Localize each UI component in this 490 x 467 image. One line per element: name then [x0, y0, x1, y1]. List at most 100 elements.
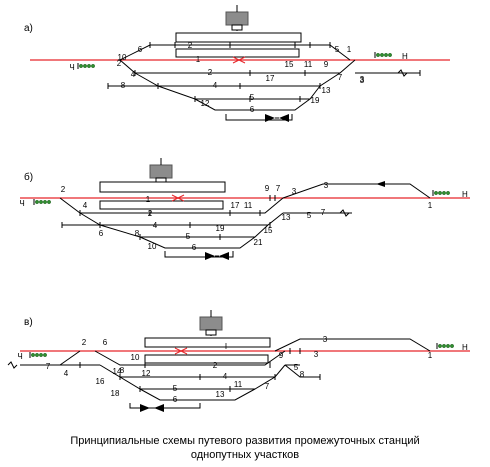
- track-number: 1: [146, 195, 151, 204]
- track-number: I: [236, 5, 238, 14]
- signal-light-icon: [384, 53, 388, 57]
- switch-number: 10: [118, 53, 127, 62]
- signal-light-icon: [388, 53, 392, 57]
- platform-a-lower: [175, 48, 300, 58]
- switch-number: 11: [244, 201, 253, 210]
- track-line: [59, 197, 284, 214]
- switch-number: 12: [142, 369, 151, 378]
- building-platform-stub: [205, 329, 217, 336]
- station-building: [199, 316, 223, 331]
- switch-number: 10: [148, 242, 157, 251]
- track-line: [284, 364, 320, 378]
- switch-number: 8: [300, 370, 305, 379]
- signal-light-icon: [43, 200, 47, 204]
- track-number: 1: [196, 55, 201, 64]
- track-number: 6: [250, 105, 255, 114]
- switch-number: 7: [338, 73, 343, 82]
- signal-cross-icon: [232, 56, 246, 64]
- switch-number: 1: [428, 201, 433, 210]
- switch-number: 2: [61, 185, 66, 194]
- track-line: [79, 212, 284, 226]
- switch-number: 4: [64, 369, 69, 378]
- switch-number: 5: [335, 45, 340, 54]
- switch-number: 15: [264, 226, 273, 235]
- direction-right-a: Н: [402, 52, 408, 61]
- track-number: 4: [153, 221, 158, 230]
- signal-light-icon: [39, 200, 43, 204]
- signal-light-icon: [35, 353, 39, 357]
- switch-number: 3: [360, 75, 365, 84]
- switch-number: 18: [111, 389, 120, 398]
- track-number: 6: [173, 395, 178, 404]
- track-number: 6: [192, 243, 197, 252]
- switch-number: 7: [265, 382, 270, 391]
- switch-number: 7: [321, 208, 326, 217]
- buffer-stop-icon: [154, 404, 164, 412]
- switch-number: 9: [324, 60, 329, 69]
- signal-light-icon: [83, 64, 87, 68]
- direction-right-b: Н: [462, 190, 468, 199]
- switch-number: 17: [231, 201, 240, 210]
- signal-light-icon: [87, 64, 91, 68]
- caption-line-2: однопутных участков: [190, 449, 300, 461]
- platform-a-upper: [175, 32, 302, 43]
- direction-left-a: Ч: [69, 63, 74, 72]
- buffer-stop-icon: [279, 114, 289, 122]
- signal-cross-icon: [174, 347, 188, 355]
- buffer-stop-icon: [219, 252, 229, 260]
- switch-number: 3: [292, 187, 297, 196]
- track-number: 2: [213, 361, 218, 370]
- switch-number: 2: [117, 59, 122, 68]
- track-number: 3: [324, 181, 329, 190]
- caption-line-1: Принципиальные схемы путевого развития п…: [70, 435, 420, 447]
- switch-number: 5: [294, 363, 299, 372]
- track-line: [129, 403, 201, 409]
- building-platform-stub: [231, 24, 243, 31]
- signal-light-icon: [446, 344, 450, 348]
- signal-light-icon: [442, 344, 446, 348]
- platform-b-upper: [99, 181, 226, 193]
- track-line: [134, 72, 341, 87]
- track-number: 5: [186, 232, 191, 241]
- signal-light-icon: [446, 191, 450, 195]
- track-line: [274, 338, 431, 352]
- track-number: 4: [213, 81, 218, 90]
- track-line: [119, 44, 351, 61]
- switch-number: 9: [265, 184, 270, 193]
- track-line: [119, 59, 356, 74]
- station-building: [149, 164, 173, 179]
- track-line: [94, 350, 286, 366]
- signal-cross-icon: [171, 194, 185, 202]
- switch-number: 12: [201, 99, 210, 108]
- signal-light-icon: [434, 191, 438, 195]
- signal-light-icon: [442, 191, 446, 195]
- signal-light-icon: [79, 64, 83, 68]
- switch-number: 4: [131, 70, 136, 79]
- signal-light-icon: [39, 353, 43, 357]
- panel-label-c: в): [24, 317, 33, 328]
- switch-number: 19: [216, 224, 225, 233]
- switch-number: 1: [428, 351, 433, 360]
- switch-number: 5: [307, 211, 312, 220]
- switch-number: 7: [46, 362, 51, 371]
- switch-number: 8: [121, 81, 126, 90]
- switch-number: 3: [314, 350, 319, 359]
- direction-left-b: Ч: [19, 199, 24, 208]
- buffer-stop-icon: [205, 252, 215, 260]
- switch-number: 4: [83, 201, 88, 210]
- track-number: 4: [223, 372, 228, 381]
- track-break-icon: [339, 209, 350, 217]
- track-line: [119, 376, 276, 390]
- signal-light-icon: [376, 53, 380, 57]
- panel-label-b: б): [24, 171, 33, 183]
- switch-number: 13: [282, 213, 291, 222]
- switch-number: 2: [82, 338, 87, 347]
- platform-c-lower: [144, 354, 269, 364]
- switch-number: 13: [216, 390, 225, 399]
- switch-number: 16: [96, 377, 105, 386]
- platform-b-lower: [99, 200, 224, 210]
- track-number: 2: [188, 41, 193, 50]
- switch-number: 8: [120, 366, 125, 375]
- switch-number: 11: [234, 380, 243, 389]
- buffer-stop-icon: [265, 114, 275, 122]
